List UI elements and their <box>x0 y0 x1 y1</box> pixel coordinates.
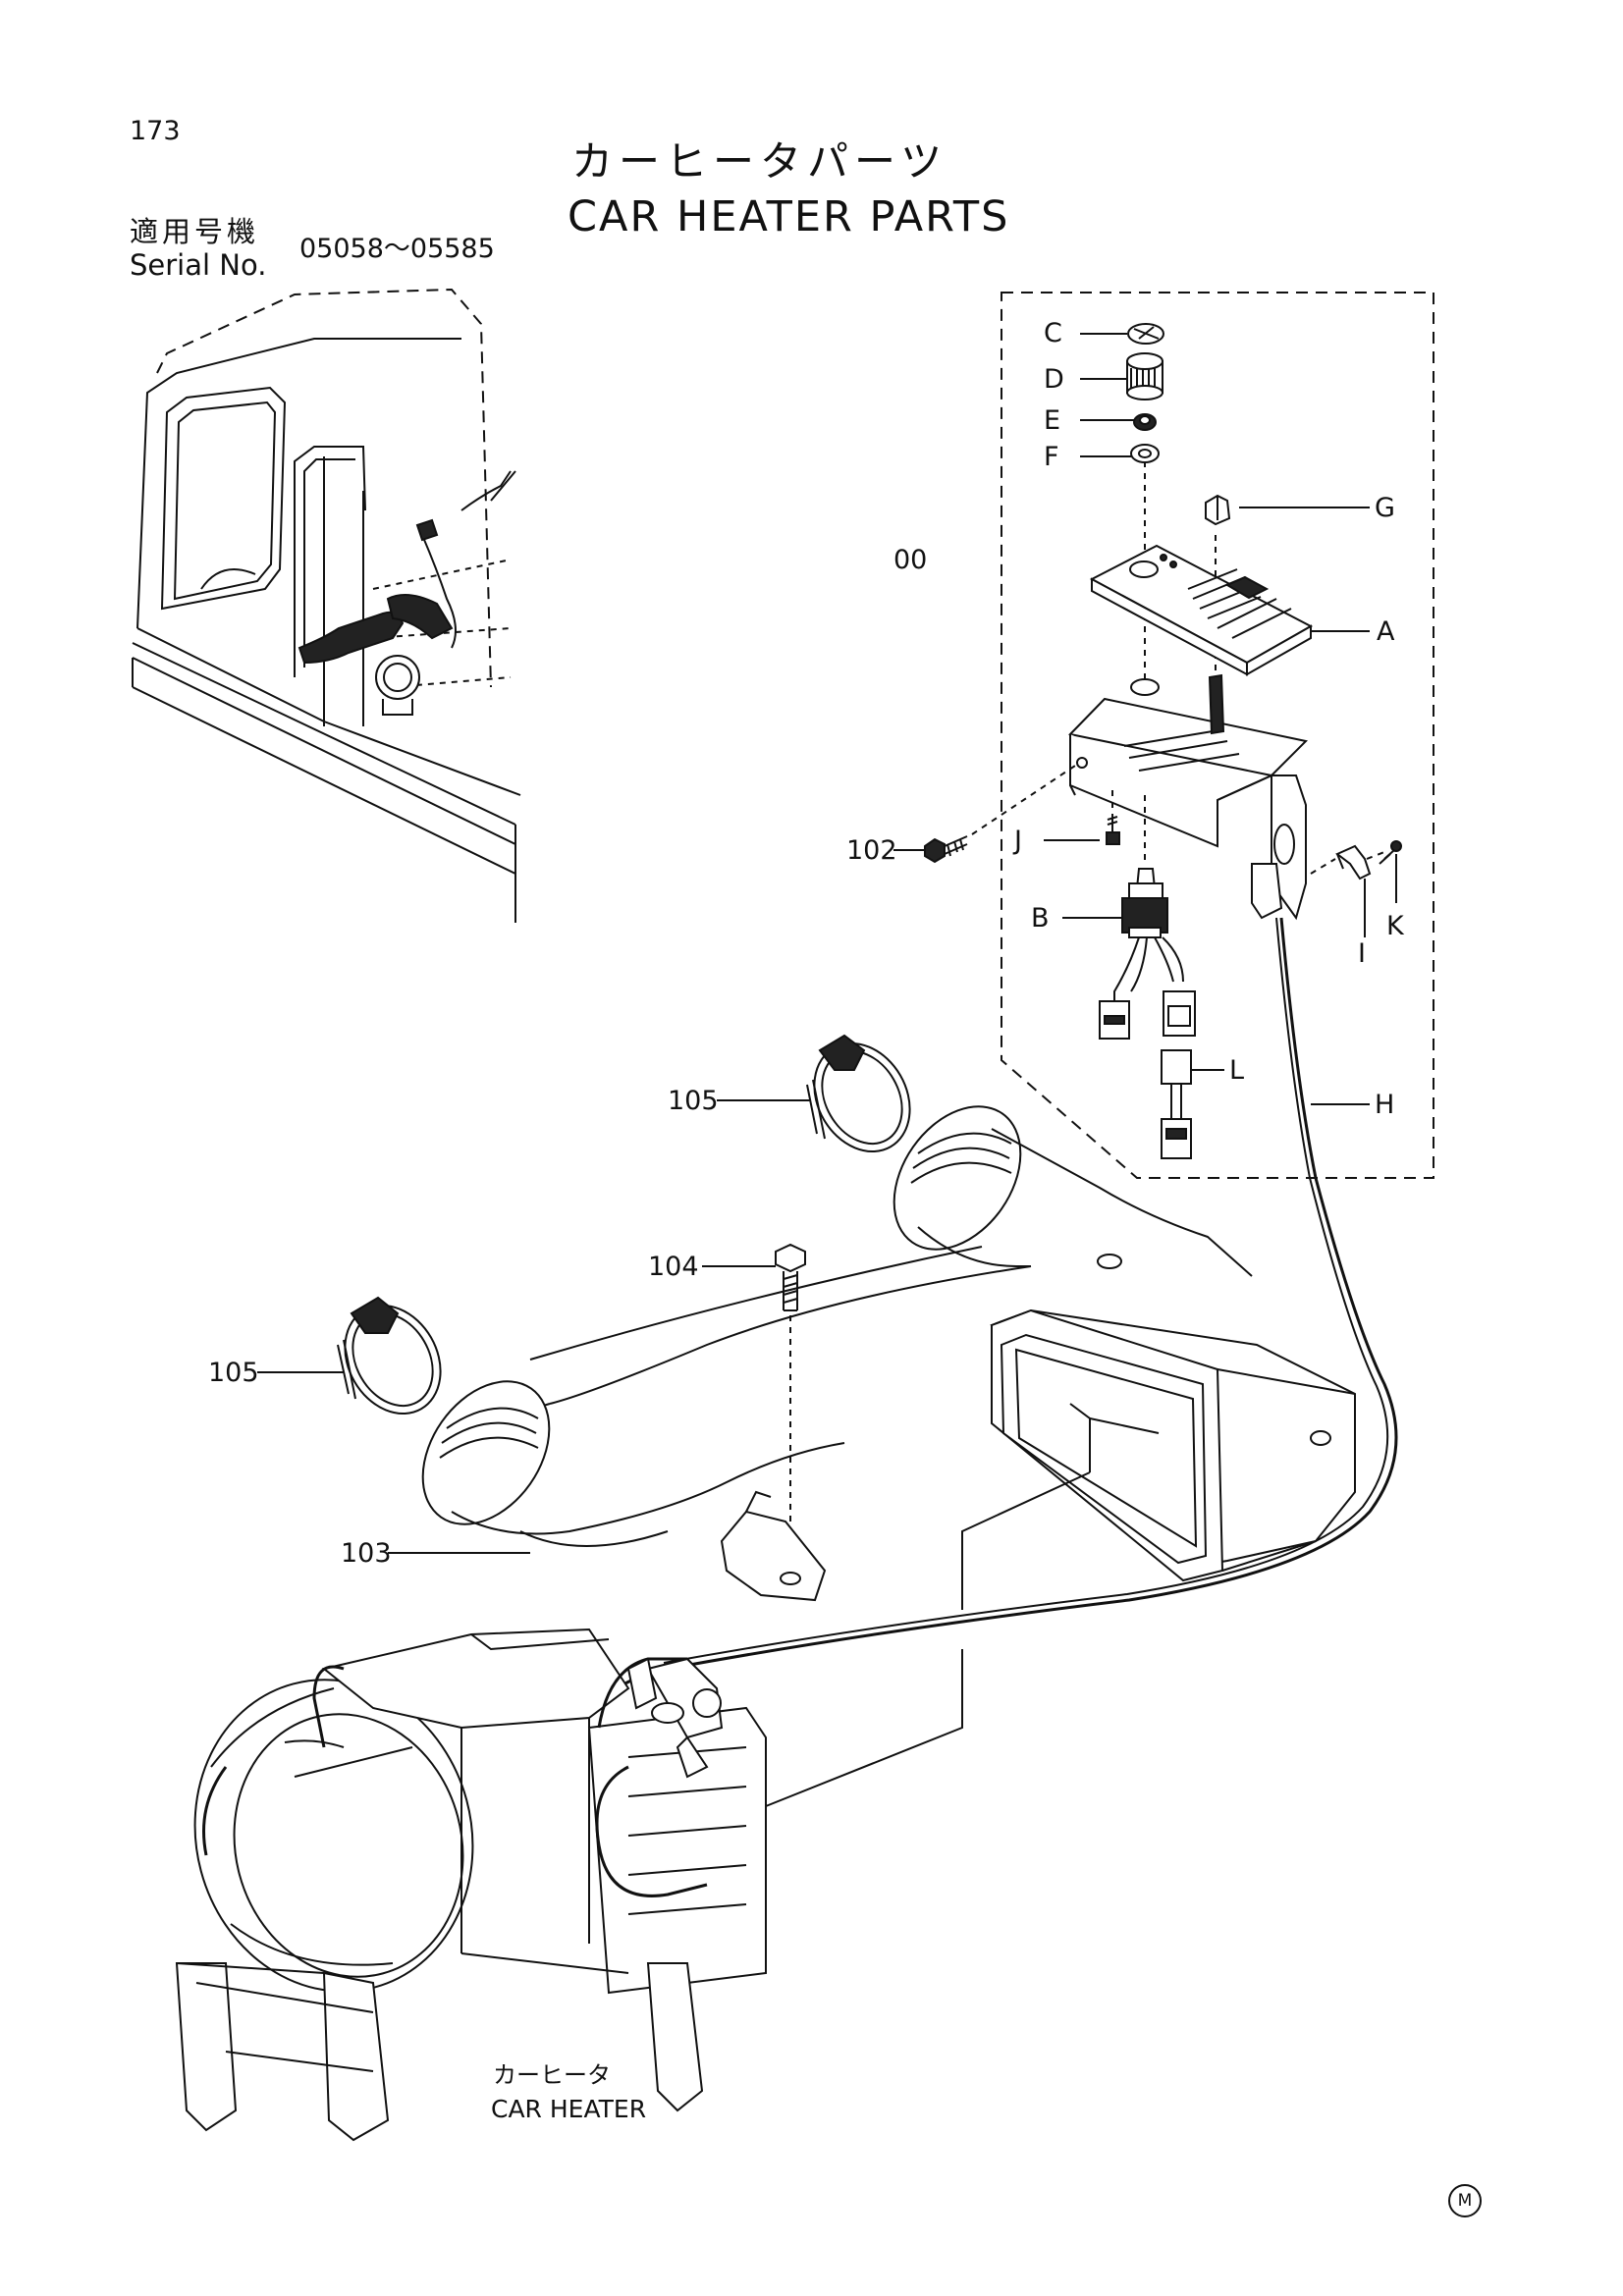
excavator-cab-overview <box>132 288 521 923</box>
car-heater-unit <box>175 1628 767 2142</box>
callout-105-lower: 105 <box>208 1358 259 1388</box>
serial-label-japanese: 適用号機 <box>130 215 260 248</box>
knob-parts <box>1126 323 1231 526</box>
car-heater-label: CAR HEATER <box>491 2095 647 2123</box>
callout-J: J <box>1014 826 1022 856</box>
screw-J <box>1106 815 1120 845</box>
callout-00: 00 <box>893 545 928 575</box>
switch-B-harness <box>1099 795 1196 1040</box>
callout-E: E <box>1044 405 1061 436</box>
page-number: 173 <box>130 116 181 146</box>
page-title: CAR HEATER PARTS <box>568 192 1010 241</box>
callout-104: 104 <box>648 1252 699 1282</box>
callout-F: F <box>1044 442 1059 472</box>
callout-105-upper: 105 <box>668 1086 719 1116</box>
callout-B: B <box>1031 903 1050 934</box>
sub-harness-L <box>1161 1049 1192 1159</box>
callout-103: 103 <box>341 1538 392 1569</box>
callout-K: K <box>1386 911 1404 941</box>
callout-H: H <box>1375 1090 1395 1120</box>
callout-L: L <box>1229 1055 1245 1086</box>
control-panel-plate <box>1089 544 1314 676</box>
bolt-102 <box>924 835 968 864</box>
callout-G: G <box>1375 493 1395 523</box>
switch-bracket <box>1068 673 1309 921</box>
hose-clamp-upper <box>806 1034 911 1153</box>
assembly-boundary <box>1001 292 1434 1179</box>
callout-102: 102 <box>846 835 897 866</box>
callout-C: C <box>1044 318 1062 348</box>
callout-A: A <box>1377 616 1395 647</box>
page-title-japanese: カーヒータパーツ <box>571 137 948 186</box>
serial-range: 05058～05585 <box>299 234 495 264</box>
car-heater-label-japanese: カーヒータ <box>493 2061 611 2089</box>
clip-I-screw-K <box>1335 840 1402 881</box>
hose-clamp-lower <box>337 1296 442 1415</box>
air-duct-103 <box>421 1105 1356 1602</box>
callout-D: D <box>1044 364 1064 395</box>
callout-I: I <box>1358 938 1366 969</box>
manufacturer-mark: M <box>1448 2184 1482 2217</box>
serial-label: Serial No. <box>130 248 267 282</box>
control-cable-H <box>617 917 1398 1690</box>
